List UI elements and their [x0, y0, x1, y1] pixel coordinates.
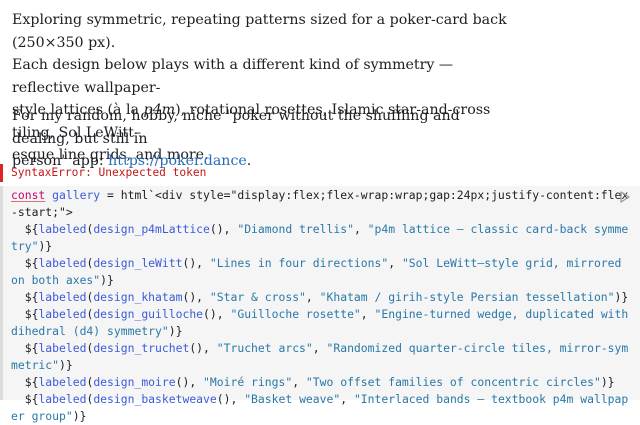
code-line-design_khatam: ${labeled(design_khatam(), "Star & cross… — [24, 290, 629, 304]
html-tag-function: html — [120, 188, 149, 202]
design-function: design_khatam — [93, 290, 183, 304]
code-line-design_moire: ${labeled(design_moire(), "Moiré rings",… — [24, 375, 615, 389]
play-icon[interactable] — [620, 191, 630, 203]
labeled-function: labeled — [38, 256, 87, 270]
design-function: design_moire — [93, 375, 176, 389]
design-description-string: "Khatam / girih-style Persian tessellati… — [319, 290, 615, 304]
design-description-string: "p4m lattice — classic card-back symmetr… — [11, 222, 629, 253]
design-title-string: "Diamond trellis" — [237, 222, 354, 236]
intro-paragraph: Exploring symmetric, repeating patterns … — [12, 9, 520, 167]
gallery-variable: gallery — [52, 188, 101, 202]
error-message: SyntaxError: Unexpected token — [11, 166, 207, 179]
design-description-string: "Two offset families of concentric circl… — [305, 375, 601, 389]
design-title-string: "Basket weave" — [244, 392, 341, 406]
intro-line-1: Exploring symmetric, repeating patterns … — [12, 12, 507, 51]
p4m-emphasis: p4m — [143, 102, 176, 118]
poker-dance-link[interactable]: https://poker.dance — [108, 153, 247, 169]
labeled-function: labeled — [38, 222, 87, 236]
code-line-design_basketweave: ${labeled(design_basketweave(), "Basket … — [11, 392, 629, 423]
code-line-design_truchet: ${labeled(design_truchet(), "Truchet arc… — [11, 341, 629, 372]
design-description-string: "Engine-turned wedge, duplicated with di… — [11, 307, 636, 338]
design-function: design_leWitt — [93, 256, 183, 270]
design-function: design_guilloche — [93, 307, 204, 321]
error-output: SyntaxError: Unexpected token — [0, 160, 640, 186]
design-function: design_basketweave — [93, 392, 217, 406]
hobby-paragraph: For my random, hobby, niche "poker witho… — [12, 105, 520, 173]
design-function: design_truchet — [93, 341, 190, 355]
design-title-string: "Lines in four directions" — [209, 256, 389, 270]
code-line-design_guilloche: ${labeled(design_guilloche(), "Guilloche… — [11, 307, 636, 338]
labeled-function: labeled — [38, 375, 87, 389]
design-title-string: "Star & cross" — [209, 290, 306, 304]
design-description-string: "Sol LeWitt–style grid, mirrored on both… — [11, 256, 629, 287]
design-title-string: "Truchet arcs" — [216, 341, 313, 355]
assign-operator: = — [100, 188, 121, 202]
intro-line-2: Each design below plays with a different… — [12, 57, 454, 96]
const-keyword: const — [11, 188, 46, 202]
labeled-function: labeled — [38, 341, 87, 355]
code-cell[interactable]: const gallery = html`<div style="display… — [0, 186, 640, 423]
labeled-function: labeled — [38, 307, 87, 321]
hobby-line-1: For my random, hobby, niche "poker witho… — [12, 108, 460, 147]
cell-gutter-bar — [0, 186, 3, 400]
hobby-line-2-pre: person" app: — [12, 153, 109, 169]
code-line-design_leWitt: ${labeled(design_leWitt(), "Lines in fou… — [11, 256, 629, 287]
code-line-design_p4mLattice: ${labeled(design_p4mLattice(), "Diamond … — [11, 222, 629, 253]
intro-line-4: esque line grids, and more. — [12, 147, 209, 163]
design-description-string: "Randomized quarter-circle tiles, mirror… — [11, 341, 629, 372]
intro-line-3-post: ), rotational rosettes, Islamic star-and… — [12, 102, 491, 141]
labeled-function: labeled — [38, 290, 87, 304]
design-title-string: "Guilloche rosette" — [230, 307, 361, 321]
hobby-line-2-post: . — [246, 153, 252, 169]
template-head: `<div style="display:flex;flex-wrap:wrap… — [11, 188, 629, 219]
intro-line-3-pre: style lattices (à la — [12, 102, 144, 118]
code-editor[interactable]: const gallery = html`<div style="display… — [11, 187, 634, 425]
error-indicator-bar — [0, 164, 3, 182]
design-title-string: "Moiré rings" — [203, 375, 293, 389]
design-function: design_p4mLattice — [93, 222, 210, 236]
labeled-function: labeled — [38, 392, 87, 406]
